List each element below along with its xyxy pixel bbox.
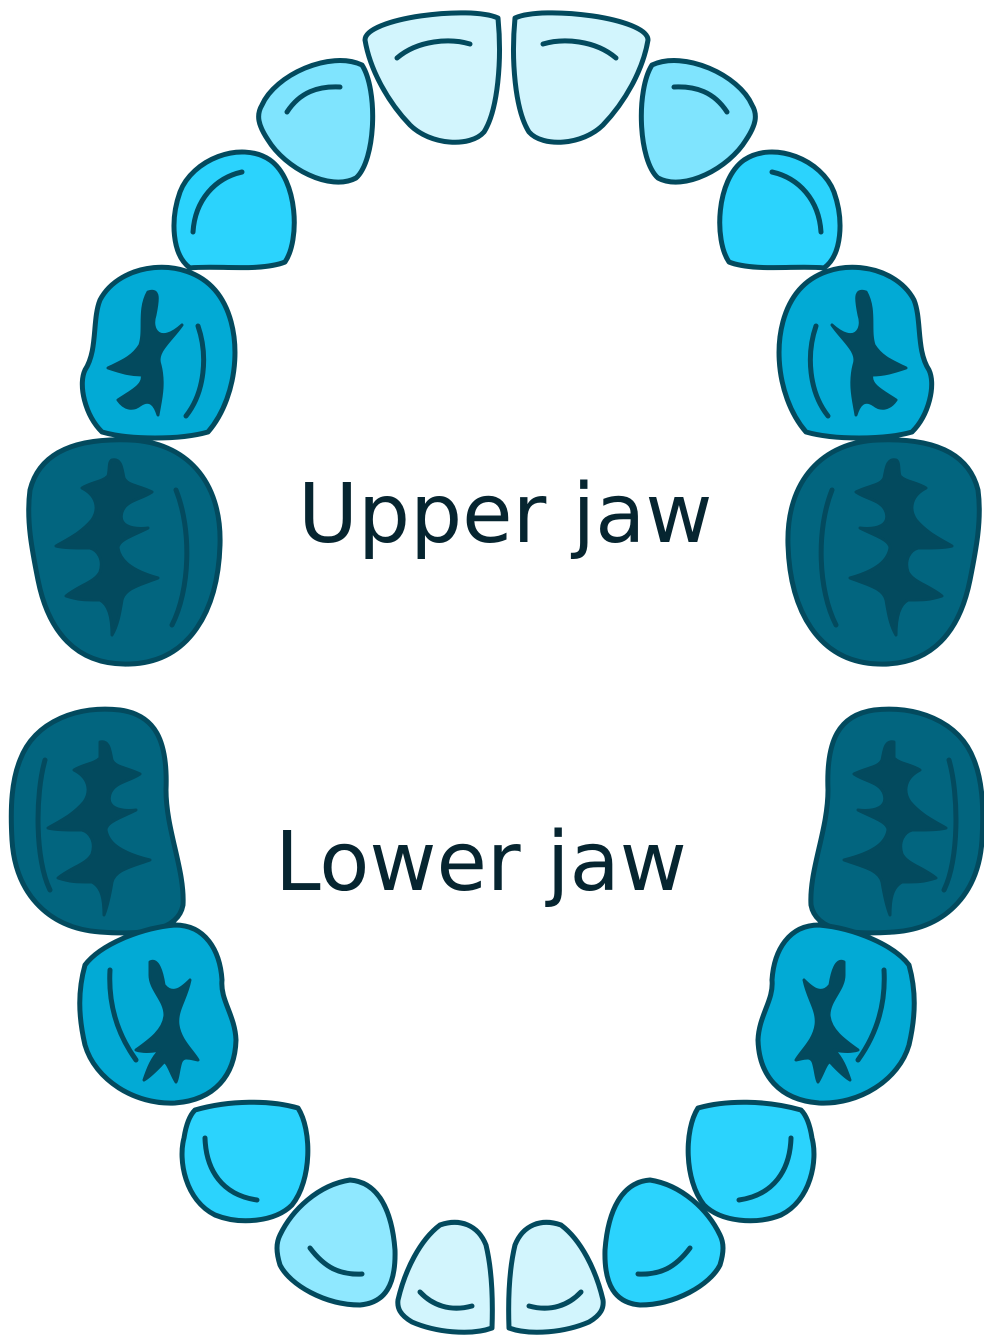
upper-right-first-molar [79, 264, 238, 441]
upper-left-canine [717, 149, 843, 271]
upper-right-central-incisor [362, 10, 502, 145]
upper-left-second-molar [785, 437, 982, 667]
lower-left-lateral-incisor [602, 1177, 726, 1308]
upper-left-lateral-incisor [638, 58, 758, 185]
lower-left-canine [685, 1099, 817, 1224]
lower-right-central-incisor [395, 1219, 495, 1335]
lower-jaw [8, 706, 984, 1335]
lower-right-lateral-incisor [274, 1177, 398, 1308]
lower-right-first-molar [77, 922, 239, 1106]
upper-jaw [26, 10, 982, 667]
lower-jaw-label: Lower jaw [275, 815, 687, 910]
upper-left-central-incisor [511, 10, 651, 145]
upper-right-canine [171, 149, 297, 271]
lower-right-second-molar [8, 706, 186, 936]
lower-left-first-molar [755, 922, 917, 1106]
lower-left-central-incisor [506, 1219, 606, 1335]
lower-left-second-molar [808, 706, 984, 936]
upper-right-second-molar [26, 437, 223, 667]
lower-right-canine [179, 1099, 311, 1224]
upper-jaw-label: Upper jaw [298, 467, 713, 562]
upper-left-first-molar [776, 264, 935, 441]
upper-right-lateral-incisor [256, 58, 376, 185]
